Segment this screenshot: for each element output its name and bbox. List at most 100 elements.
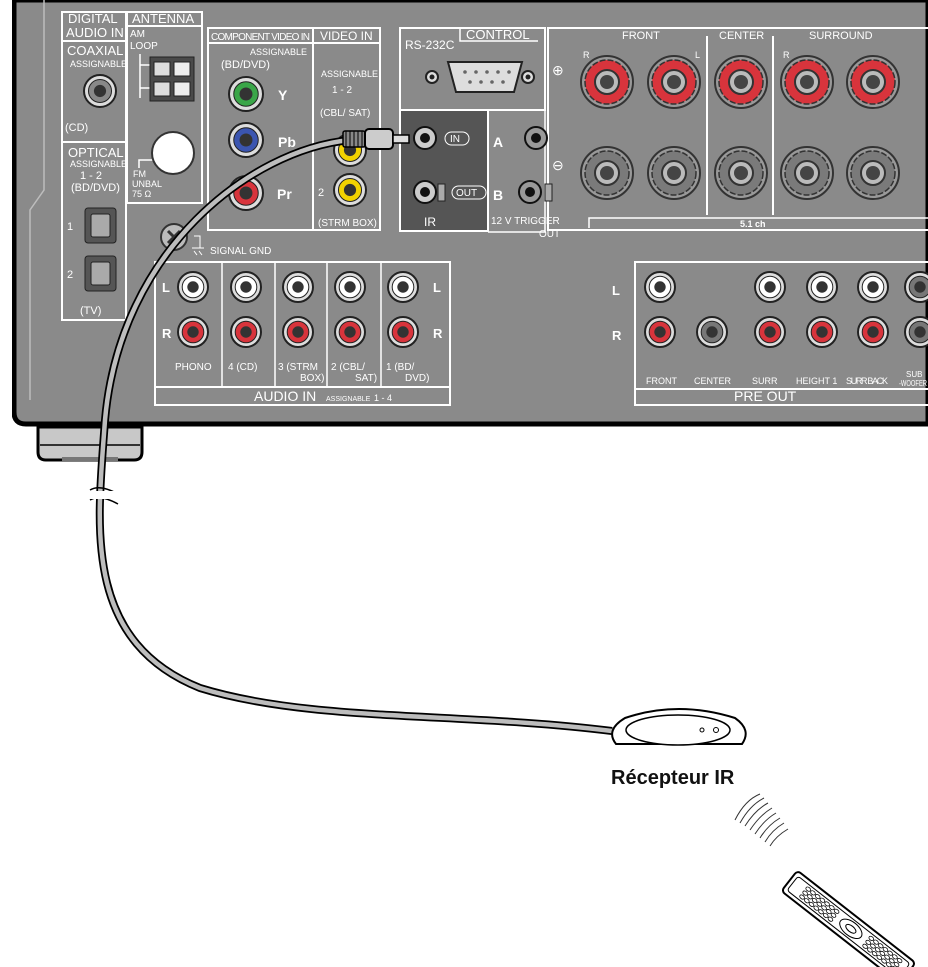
video-in-2-jack[interactable] — [333, 173, 367, 207]
component-assignable-label: ASSIGNABLE — [250, 47, 307, 57]
remote-button — [893, 961, 900, 967]
audio-in-r-jack-3[interactable] — [282, 316, 314, 348]
pre-out-subwoofer-jack-2[interactable] — [904, 316, 928, 348]
pre-out-r-jack-3[interactable] — [806, 316, 838, 348]
pre-out-l-label: L — [612, 283, 620, 298]
coaxial-source-label: (CD) — [65, 122, 88, 134]
remote-button — [874, 947, 881, 953]
speaker-terminal-minus-4[interactable] — [780, 146, 834, 200]
speaker-terminal-plus-2[interactable] — [647, 55, 701, 109]
rs232c-label: RS-232C — [405, 38, 455, 52]
receiver-foot — [36, 425, 144, 462]
audio-in-r-jack-1[interactable] — [177, 316, 209, 348]
surround-r-label: R — [783, 50, 790, 60]
audio-in-r-jack-5[interactable] — [387, 316, 419, 348]
optical-input-1[interactable] — [84, 207, 117, 244]
optical-label: OPTICAL — [68, 145, 124, 160]
remote-button — [814, 894, 821, 900]
am-loop-terminal[interactable] — [139, 54, 195, 102]
impedance-label: 75 Ω — [132, 189, 152, 199]
audio-in-l-jack-4[interactable] — [334, 271, 366, 303]
pre-out-r-jack-2[interactable] — [754, 316, 786, 348]
signal-gnd-label: SIGNAL GND — [210, 246, 271, 257]
ir-out-badge — [451, 185, 487, 200]
trigger-a-jack[interactable] — [524, 126, 548, 150]
pre-out-r-jack-4[interactable] — [857, 316, 889, 348]
fm-antenna-jack[interactable] — [138, 131, 195, 175]
remote-button — [865, 939, 871, 945]
optical-1-number: 1 — [67, 221, 73, 233]
ir-in-label: IN — [450, 134, 460, 145]
pr-label: Pr — [277, 186, 292, 202]
remote-button — [862, 943, 868, 949]
ir-in-badge — [444, 131, 470, 146]
speaker-terminal-plus-1[interactable] — [580, 55, 634, 109]
center-speaker-label: CENTER — [719, 30, 764, 42]
audio-in-r-jack-4[interactable] — [334, 316, 366, 348]
audio-in-3-label: 3 (STRM — [278, 362, 318, 373]
remote-button — [818, 909, 824, 915]
speaker-terminal-minus-5[interactable] — [846, 146, 900, 200]
coaxial-input-jack[interactable] — [83, 74, 117, 108]
pre-out-l-jack-1[interactable] — [644, 271, 676, 303]
surround-speaker-label: SURROUND — [809, 30, 873, 42]
mini-plug — [342, 128, 410, 150]
pre-out-l-jack-4[interactable] — [857, 271, 889, 303]
optical-source-label: (BD/DVD) — [71, 182, 120, 194]
trigger-b-jack[interactable] — [518, 180, 542, 204]
digital-audio-in-title: DIGITAL — [68, 11, 118, 26]
front-l-label: L — [695, 50, 700, 60]
remote-button — [887, 950, 893, 956]
ir-out-jack[interactable] — [413, 180, 437, 204]
remote-button — [810, 890, 816, 896]
speaker-terminal-plus-5[interactable] — [846, 55, 900, 109]
video-source-1-label: (CBL/ SAT) — [320, 108, 370, 119]
ir-signal-waves-icon — [734, 793, 789, 847]
optical-2-source-label: (TV) — [80, 305, 101, 317]
pb-label: Pb — [278, 134, 296, 150]
remote-button — [807, 894, 813, 900]
phono-label: PHONO — [175, 362, 212, 373]
video-2-number: 2 — [318, 187, 324, 199]
audio-in-l-jack-3[interactable] — [282, 271, 314, 303]
pre-out-center-jack[interactable] — [696, 316, 728, 348]
audio-in-l-label: L — [162, 280, 170, 295]
pre-out-r-jack-1[interactable] — [644, 316, 676, 348]
audio-in-l-label-right: L — [433, 280, 441, 295]
speaker-terminal-minus-1[interactable] — [580, 146, 634, 200]
pre-out-front-label: FRONT — [646, 376, 677, 386]
speaker-terminal-minus-3[interactable] — [714, 146, 768, 200]
audio-in-l-jack-2[interactable] — [230, 271, 262, 303]
pre-out-title: PRE OUT — [734, 388, 797, 404]
pre-out-l-jack-2[interactable] — [754, 271, 786, 303]
video-in-title: VIDEO IN — [320, 29, 373, 43]
ir-in-jack[interactable] — [413, 126, 437, 150]
loop-label: LOOP — [130, 41, 158, 52]
audio-in-l-jack-5[interactable] — [387, 271, 419, 303]
pre-out-subwoofer-jack-1[interactable] — [904, 271, 928, 303]
rs232c-port[interactable] — [425, 61, 535, 93]
pre-out-surrback-label: SURR BACK — [846, 376, 888, 386]
audio-in-1-label-2: DVD) — [405, 373, 429, 384]
remote-button — [804, 898, 810, 904]
component-pb-jack[interactable] — [228, 122, 264, 158]
fm-label: FM — [133, 169, 146, 179]
video-source-2-label: (STRM BOX) — [318, 218, 377, 229]
remote-button — [867, 947, 873, 953]
audio-in-1-label: 1 (BD/ — [386, 362, 415, 373]
pre-out-l-jack-3[interactable] — [806, 271, 838, 303]
remote-button — [808, 901, 815, 907]
antenna-title: ANTENNA — [132, 11, 194, 26]
video-range-label: 1 - 2 — [332, 85, 352, 96]
audio-in-l-jack-1[interactable] — [177, 271, 209, 303]
speaker-terminal-plus-3[interactable] — [714, 55, 768, 109]
speaker-terminal-minus-2[interactable] — [647, 146, 701, 200]
remote-button — [879, 950, 886, 956]
component-y-jack[interactable] — [228, 76, 264, 112]
trigger-label: 12 V TRIGGER — [491, 216, 560, 227]
front-speaker-label: FRONT — [622, 30, 660, 42]
optical-input-2[interactable] — [84, 255, 117, 292]
remote-button — [819, 897, 826, 903]
audio-in-r-jack-2[interactable] — [230, 316, 262, 348]
speaker-terminal-plus-4[interactable] — [780, 55, 834, 109]
